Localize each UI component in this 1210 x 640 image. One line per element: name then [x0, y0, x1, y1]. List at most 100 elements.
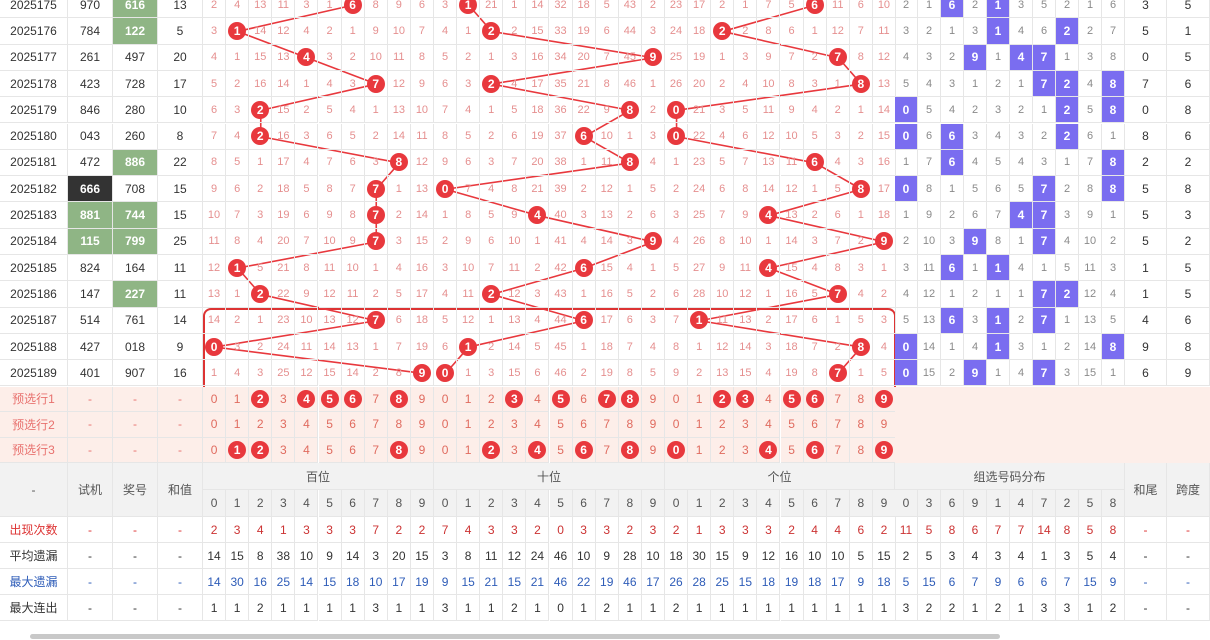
preselect-digit-selected[interactable]: 9 — [872, 437, 896, 463]
preselect-digit[interactable]: 0 — [434, 437, 458, 463]
preselect-digit-selected[interactable]: 8 — [387, 437, 411, 463]
preselect-digit[interactable]: 3 — [734, 437, 758, 463]
preselect-digit-selected[interactable]: 5 — [780, 386, 804, 412]
preselect-digit[interactable]: 3 — [272, 437, 296, 463]
preselect-digit-selected[interactable]: 4 — [757, 437, 781, 463]
preselect-ball[interactable]: 5 — [782, 389, 801, 408]
preselect-ball[interactable]: 6 — [805, 440, 824, 459]
preselect-ball[interactable]: 5 — [551, 389, 570, 408]
preselect-digit-selected[interactable]: 9 — [872, 386, 896, 412]
preselect-digit-selected[interactable]: 4 — [526, 437, 550, 463]
preselect-digit[interactable]: 4 — [526, 386, 550, 412]
preselect-digit-selected[interactable]: 8 — [618, 437, 642, 463]
preselect-digit[interactable]: 1 — [457, 437, 481, 463]
preselect-ball[interactable]: 4 — [528, 440, 547, 459]
preselect-digit[interactable]: 6 — [803, 412, 827, 438]
preselect-digit-selected[interactable]: 6 — [572, 437, 596, 463]
preselect-digit-selected[interactable]: 0 — [665, 437, 689, 463]
preselect-digit[interactable]: 4 — [295, 412, 319, 438]
preselect-digit[interactable]: 7 — [595, 437, 619, 463]
preselect-digit[interactable]: 0 — [434, 412, 458, 438]
preselect-digit[interactable]: 5 — [780, 437, 804, 463]
preselect-digit-selected[interactable]: 8 — [618, 386, 642, 412]
preselect-digit-selected[interactable]: 5 — [549, 386, 573, 412]
preselect-digit-selected[interactable]: 4 — [295, 386, 319, 412]
preselect-ball[interactable]: 9 — [874, 440, 893, 459]
preselect-digit[interactable]: 8 — [849, 412, 873, 438]
preselect-digit[interactable]: 6 — [341, 437, 365, 463]
preselect-ball[interactable]: 2 — [251, 440, 270, 459]
preselect-digit[interactable]: 7 — [826, 412, 850, 438]
preselect-digit-selected[interactable]: 2 — [249, 386, 273, 412]
preselect-ball[interactable]: 7 — [597, 389, 616, 408]
preselect-digit[interactable]: 7 — [364, 386, 388, 412]
preselect-ball[interactable]: 4 — [297, 389, 316, 408]
preselect-ball[interactable]: 2 — [713, 389, 732, 408]
preselect-digit[interactable]: 0 — [203, 386, 227, 412]
preselect-digit-selected[interactable]: 2 — [480, 437, 504, 463]
preselect-digit[interactable]: 6 — [341, 412, 365, 438]
preselect-digit[interactable]: 3 — [734, 412, 758, 438]
preselect-digit-selected[interactable]: 5 — [318, 386, 342, 412]
preselect-digit[interactable]: 1 — [226, 412, 250, 438]
preselect-digit[interactable]: 3 — [503, 412, 527, 438]
preselect-digit-selected[interactable]: 6 — [803, 386, 827, 412]
preselect-digit-selected[interactable]: 1 — [226, 437, 250, 463]
preselect-digit[interactable]: 5 — [549, 437, 573, 463]
preselect-ball[interactable]: 9 — [874, 389, 893, 408]
preselect-digit[interactable]: 8 — [849, 386, 873, 412]
preselect-digit[interactable]: 0 — [665, 412, 689, 438]
preselect-ball[interactable]: 3 — [505, 389, 524, 408]
preselect-ball[interactable]: 0 — [667, 440, 686, 459]
preselect-digit[interactable]: 7 — [364, 437, 388, 463]
preselect-digit[interactable]: 4 — [295, 437, 319, 463]
preselect-digit[interactable]: 4 — [757, 412, 781, 438]
preselect-digit[interactable]: 4 — [757, 386, 781, 412]
preselect-digit[interactable]: 1 — [688, 386, 712, 412]
preselect-digit-selected[interactable]: 6 — [803, 437, 827, 463]
preselect-digit[interactable]: 0 — [434, 386, 458, 412]
preselect-digit[interactable]: 8 — [849, 437, 873, 463]
preselect-digit-selected[interactable]: 7 — [595, 386, 619, 412]
preselect-ball[interactable]: 2 — [251, 389, 270, 408]
preselect-digit[interactable]: 1 — [688, 412, 712, 438]
preselect-digit-selected[interactable]: 2 — [249, 437, 273, 463]
preselect-digit[interactable]: 9 — [410, 412, 434, 438]
preselect-digit[interactable]: 7 — [826, 386, 850, 412]
preselect-digit[interactable]: 1 — [688, 437, 712, 463]
preselect-digit[interactable]: 2 — [711, 412, 735, 438]
scrollbar-thumb[interactable] — [30, 634, 1000, 639]
preselect-ball[interactable]: 8 — [620, 440, 639, 459]
preselect-digit[interactable]: 9 — [410, 437, 434, 463]
preselect-digit[interactable]: 9 — [872, 412, 896, 438]
preselect-digit[interactable]: 9 — [641, 386, 665, 412]
preselect-digit[interactable]: 1 — [457, 412, 481, 438]
preselect-digit-selected[interactable]: 3 — [503, 386, 527, 412]
preselect-ball[interactable]: 4 — [759, 440, 778, 459]
preselect-digit[interactable]: 7 — [826, 437, 850, 463]
preselect-ball[interactable]: 8 — [389, 440, 408, 459]
preselect-digit[interactable]: 0 — [203, 437, 227, 463]
preselect-digit[interactable]: 6 — [572, 386, 596, 412]
preselect-ball[interactable]: 1 — [228, 440, 247, 459]
preselect-digit[interactable]: 2 — [711, 437, 735, 463]
preselect-ball[interactable]: 3 — [736, 389, 755, 408]
preselect-digit-selected[interactable]: 8 — [387, 386, 411, 412]
preselect-ball[interactable]: 8 — [389, 389, 408, 408]
preselect-digit[interactable]: 1 — [226, 386, 250, 412]
preselect-ball[interactable]: 8 — [620, 389, 639, 408]
preselect-digit[interactable]: 9 — [641, 437, 665, 463]
preselect-digit-selected[interactable]: 6 — [341, 386, 365, 412]
preselect-ball[interactable]: 2 — [482, 440, 501, 459]
preselect-digit[interactable]: 2 — [480, 386, 504, 412]
preselect-digit[interactable]: 3 — [272, 386, 296, 412]
preselect-digit[interactable]: 6 — [572, 412, 596, 438]
preselect-ball[interactable]: 5 — [320, 389, 339, 408]
preselect-digit[interactable]: 7 — [595, 412, 619, 438]
preselect-digit-selected[interactable]: 3 — [734, 386, 758, 412]
preselect-digit[interactable]: 4 — [526, 412, 550, 438]
preselect-digit-selected[interactable]: 2 — [711, 386, 735, 412]
preselect-digit[interactable]: 1 — [457, 386, 481, 412]
preselect-digit[interactable]: 2 — [249, 412, 273, 438]
preselect-digit[interactable]: 0 — [203, 412, 227, 438]
